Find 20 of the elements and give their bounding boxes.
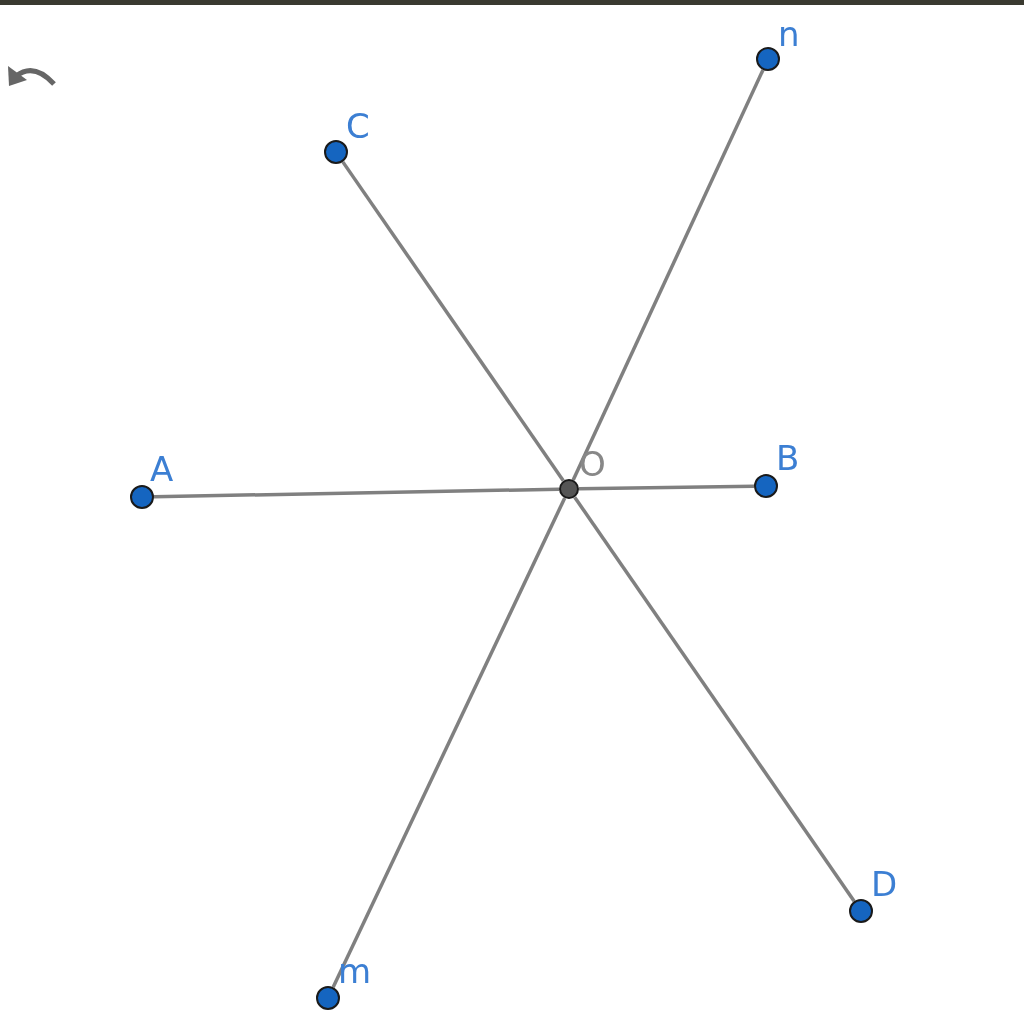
- line-segment: [578, 484, 755, 491]
- point-label: m: [338, 952, 372, 990]
- line-segment: [153, 487, 560, 499]
- line-segment: [331, 497, 567, 988]
- point-marker: [754, 474, 778, 498]
- line-segment: [341, 160, 565, 482]
- point-label: A: [150, 450, 174, 488]
- point-marker: [849, 899, 873, 923]
- line-segment: [571, 69, 765, 481]
- point-label: B: [776, 439, 800, 477]
- point-marker: [324, 140, 348, 164]
- point-label: C: [346, 107, 370, 145]
- point-marker: [559, 479, 579, 499]
- point-marker: [756, 47, 780, 71]
- point-marker: [316, 986, 340, 1010]
- point-label: O: [579, 445, 606, 483]
- point-marker: [130, 485, 154, 509]
- line-segment: [573, 496, 856, 903]
- point-label: D: [871, 865, 898, 903]
- point-label: n: [778, 15, 800, 53]
